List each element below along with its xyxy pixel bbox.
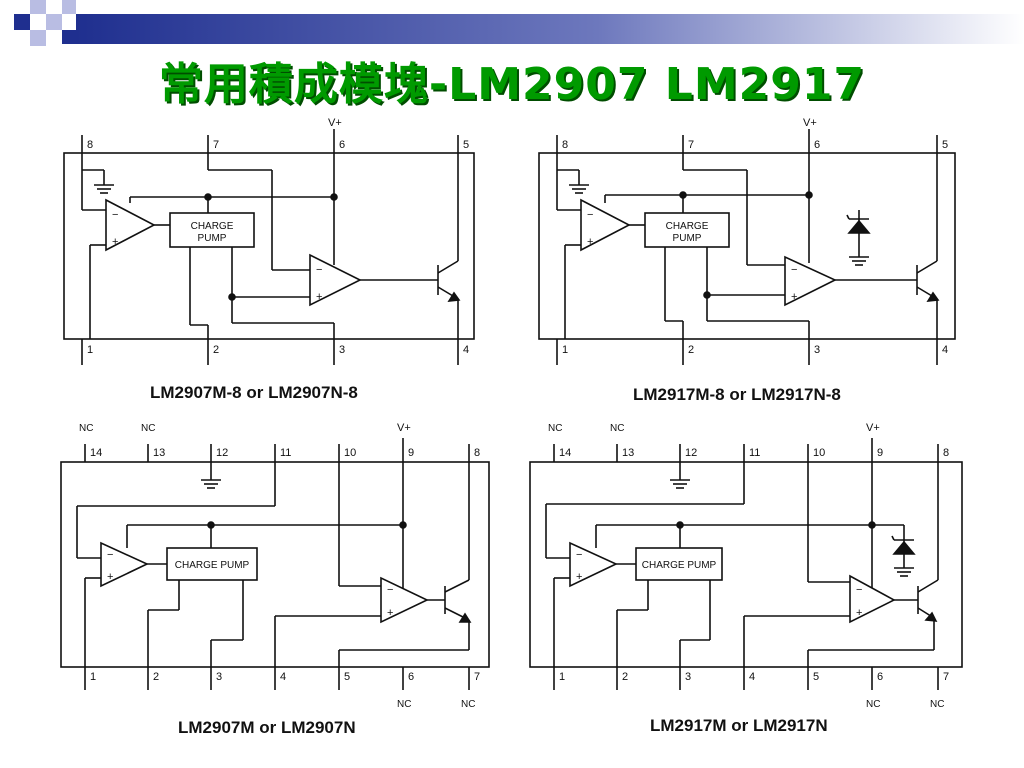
pin-label: 3 [339, 344, 345, 356]
charge-pump-label: CHARGE [666, 221, 709, 232]
pin-label: 2 [622, 671, 628, 683]
pin-label: 3 [814, 344, 820, 356]
pin-label: 14 [90, 447, 102, 459]
pin-label: 14 [559, 447, 571, 459]
svg-text:+: + [856, 607, 862, 619]
svg-text:−: − [587, 209, 593, 221]
pin-label: 12 [685, 447, 697, 459]
pin-label: 8 [562, 139, 568, 151]
pin-label: 6 [339, 139, 345, 151]
pin-label: 4 [463, 344, 469, 356]
svg-text:−: − [107, 549, 113, 561]
charge-pump-label: PUMP [673, 233, 702, 244]
nc-label: NC [461, 699, 475, 710]
pin-label: 9 [877, 447, 883, 459]
pin-label: 7 [943, 671, 949, 683]
pin-label: 7 [688, 139, 694, 151]
title-bar-gradient [76, 14, 1024, 44]
svg-text:+: + [107, 571, 113, 583]
pin-label: 1 [559, 671, 565, 683]
schematic-lm2917-8pin: − + − + 8 7 6 5 1 2 3 4 V+ CHARGE PUMP [538, 117, 956, 365]
nc-label: NC [866, 699, 880, 710]
caption-lm2907-8: LM2907M-8 or LM2907N-8 [150, 383, 358, 402]
caption-lm2917: LM2917M or LM2917N [650, 716, 828, 735]
svg-text:+: + [387, 607, 393, 619]
svg-text:−: − [791, 264, 797, 276]
pin-label: 5 [813, 671, 819, 683]
pin-label: 11 [280, 447, 291, 459]
pin-label: 2 [688, 344, 694, 356]
pin-label: 2 [213, 344, 219, 356]
pin-label: 8 [474, 447, 480, 459]
pin-label: 6 [408, 671, 414, 683]
nc-label: NC [79, 423, 93, 434]
nc-label: NC [397, 699, 411, 710]
pin-label: 8 [943, 447, 949, 459]
supply-label: V+ [803, 117, 817, 129]
supply-label: V+ [866, 422, 880, 434]
pin-label: 4 [749, 671, 755, 683]
schematic-lm2917-14pin: − + − + NC NC V+ 14 13 12 11 10 9 8 1 2 … [529, 422, 963, 710]
svg-text:+: + [791, 291, 797, 303]
pin-label: 3 [216, 671, 222, 683]
svg-text:+: + [587, 236, 593, 248]
nc-label: NC [610, 423, 624, 434]
pin-label: 3 [685, 671, 691, 683]
pin-label: 2 [153, 671, 159, 683]
nc-label: NC [548, 423, 562, 434]
charge-pump-label: PUMP [198, 233, 227, 244]
pin-label: 10 [813, 447, 825, 459]
charge-pump-label: CHARGE PUMP [642, 560, 717, 571]
charge-pump-label: CHARGE [191, 221, 234, 232]
pin-label: 1 [90, 671, 96, 683]
pin-label: 12 [216, 447, 228, 459]
svg-text:−: − [387, 584, 393, 596]
pin-label: 10 [344, 447, 356, 459]
pin-label: 1 [87, 344, 93, 356]
pin-label: 5 [942, 139, 948, 151]
pin-label: 13 [153, 447, 165, 459]
pin-label: 5 [463, 139, 469, 151]
page-title: 常用積成模塊-LM2907 LM2917 [158, 59, 866, 110]
caption-lm2907: LM2907M or LM2907N [178, 718, 356, 737]
pin-label: 4 [280, 671, 286, 683]
pin-label: 4 [942, 344, 948, 356]
pin-label: 7 [213, 139, 219, 151]
nc-label: NC [930, 699, 944, 710]
svg-text:+: + [576, 571, 582, 583]
pin-label: 9 [408, 447, 414, 459]
svg-text:−: − [316, 264, 322, 276]
pin-label: 11 [749, 447, 760, 459]
svg-text:−: − [112, 209, 118, 221]
pin-label: 6 [877, 671, 883, 683]
pin-label: 1 [562, 344, 568, 356]
pin-label: 6 [814, 139, 820, 151]
svg-text:−: − [576, 549, 582, 561]
caption-lm2917-8: LM2917M-8 or LM2917N-8 [633, 385, 841, 404]
nc-label: NC [141, 423, 155, 434]
svg-text:−: − [856, 584, 862, 596]
pin-label: 8 [87, 139, 93, 151]
svg-text:+: + [316, 291, 322, 303]
supply-label: V+ [328, 117, 342, 129]
schematic-lm2907-14pin: − + − + NC NC V+ 14 13 12 11 10 9 8 1 2 … [60, 422, 490, 710]
svg-text:+: + [112, 236, 118, 248]
schematic-lm2907-8pin: − + − + 8 7 6 5 1 2 3 4 V+ CHARGE PUMP [63, 117, 475, 365]
charge-pump-label: CHARGE PUMP [175, 560, 250, 571]
pin-label: 7 [474, 671, 480, 683]
pin-label: 13 [622, 447, 634, 459]
supply-label: V+ [397, 422, 411, 434]
pin-label: 5 [344, 671, 350, 683]
